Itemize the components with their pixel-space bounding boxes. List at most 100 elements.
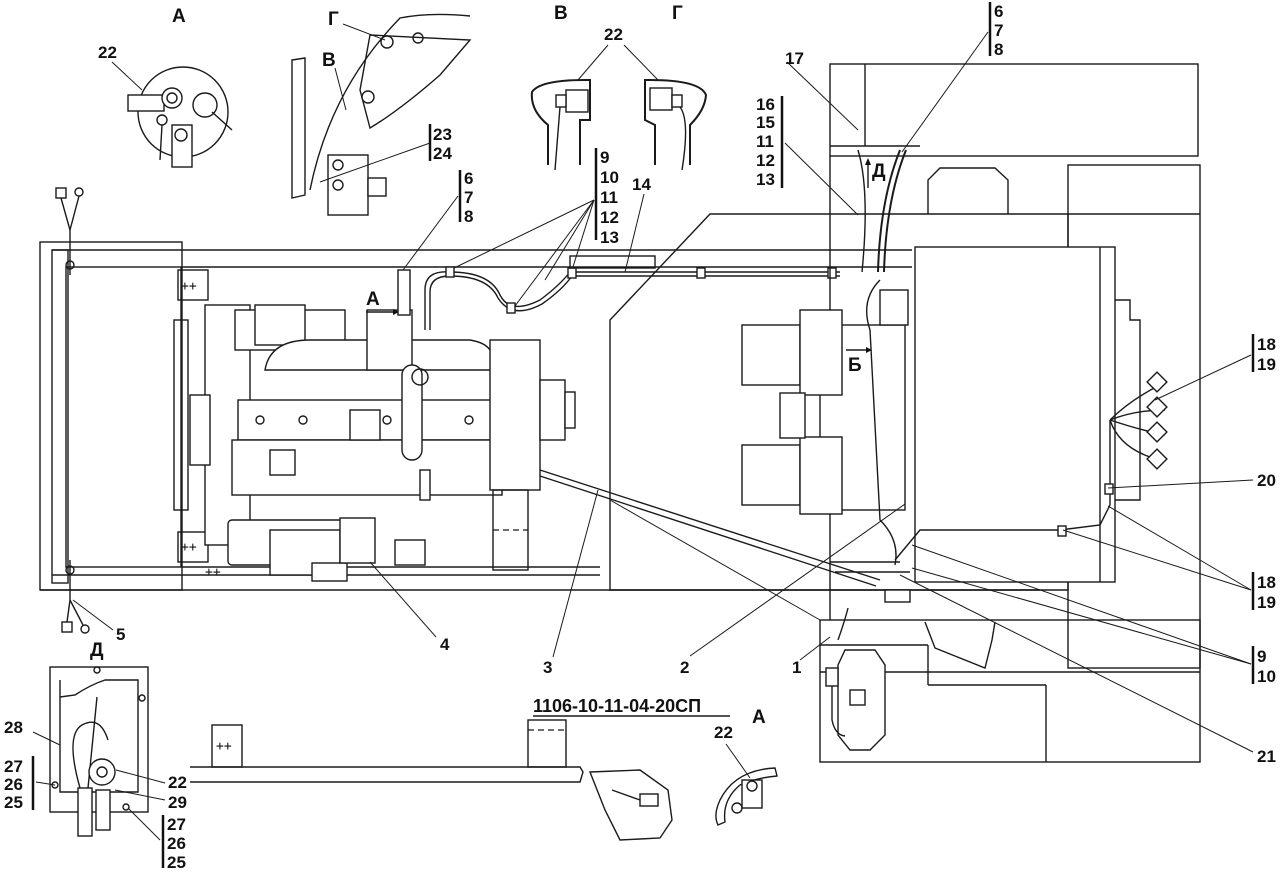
connector bbox=[65, 260, 75, 270]
battery-top bbox=[177, 269, 209, 301]
terminal bbox=[74, 187, 84, 197]
view-g-label: Г bbox=[328, 9, 339, 30]
callout-28: 28 bbox=[4, 718, 23, 737]
callout-8: 8 bbox=[464, 207, 473, 226]
battery-terminal-marks: ++ bbox=[216, 739, 232, 754]
view-a-detail: А 22 bbox=[98, 6, 233, 168]
leader-line bbox=[899, 574, 1254, 753]
callout-26: 26 bbox=[4, 775, 23, 794]
leader-line bbox=[1154, 354, 1252, 401]
leader-line bbox=[552, 489, 599, 658]
callout-9: 9 bbox=[1257, 647, 1266, 666]
leader-line bbox=[799, 636, 831, 661]
inset-v-label: В bbox=[554, 3, 568, 24]
terminal-block bbox=[1115, 299, 1141, 501]
view-d-detail: Д 22 29 28 27 26 25 27 26 25 bbox=[4, 640, 187, 872]
terminal bbox=[80, 624, 90, 634]
connector-plug bbox=[394, 539, 426, 566]
nut bbox=[649, 87, 673, 111]
hopper bbox=[924, 621, 996, 669]
leader-line bbox=[114, 789, 166, 801]
callout-10: 10 bbox=[1257, 667, 1276, 686]
lower-frame bbox=[819, 619, 1201, 763]
radiator-housing bbox=[39, 241, 183, 591]
callout-27: 27 bbox=[4, 757, 23, 776]
generator-pad bbox=[741, 444, 801, 506]
oil-filter bbox=[401, 364, 423, 461]
callout-21: 21 bbox=[1257, 747, 1276, 766]
leader-line bbox=[1107, 479, 1254, 489]
arrow-head-icon bbox=[866, 347, 872, 353]
wire bbox=[69, 599, 84, 626]
bracket bbox=[569, 255, 656, 269]
wire bbox=[66, 599, 71, 623]
sensor-nut bbox=[166, 92, 178, 104]
sensor-22 bbox=[161, 87, 183, 109]
harness-bottom: 3 2 bbox=[492, 469, 906, 677]
relay bbox=[1146, 396, 1168, 418]
harness-wire bbox=[866, 279, 897, 566]
callout-7: 7 bbox=[464, 188, 473, 207]
view-b-arrow-label: Б bbox=[848, 355, 862, 376]
alternator-housing bbox=[254, 304, 306, 346]
leader-line bbox=[111, 61, 143, 91]
leader-line bbox=[369, 561, 437, 638]
grommet-g bbox=[644, 79, 708, 165]
callout-15: 15 bbox=[756, 113, 775, 132]
leader-line bbox=[901, 31, 989, 153]
callout-11: 11 bbox=[600, 188, 618, 207]
bolt bbox=[255, 415, 265, 425]
wire bbox=[554, 106, 561, 171]
wire bbox=[679, 106, 687, 171]
leader-line bbox=[689, 503, 906, 657]
leader-line bbox=[511, 199, 595, 311]
callout-10: 10 bbox=[600, 168, 619, 187]
switch bbox=[332, 159, 344, 171]
leader-line bbox=[624, 193, 645, 273]
platform-edge bbox=[609, 499, 821, 621]
frame-rail-section bbox=[190, 766, 584, 783]
bracket bbox=[171, 124, 193, 168]
harness-wire bbox=[539, 475, 877, 587]
bolt bbox=[156, 114, 168, 126]
callout-16: 16 bbox=[756, 95, 775, 114]
clip bbox=[506, 302, 516, 314]
bolt bbox=[464, 415, 474, 425]
flywheel-housing bbox=[489, 339, 541, 491]
callout-11: 11 bbox=[756, 132, 774, 151]
connector bbox=[380, 35, 394, 49]
callout-26: 26 bbox=[167, 834, 186, 853]
harness-wire bbox=[424, 271, 840, 330]
terminal bbox=[555, 94, 567, 108]
plug bbox=[884, 589, 911, 603]
callout-25: 25 bbox=[167, 853, 186, 872]
grommet-v bbox=[530, 79, 591, 165]
callout-3: 3 bbox=[543, 658, 552, 677]
bolt bbox=[174, 128, 188, 142]
panel-body bbox=[359, 34, 472, 130]
leader-line bbox=[911, 567, 1252, 665]
callout-18: 18 bbox=[1257, 335, 1276, 354]
conduit bbox=[77, 787, 93, 837]
bolt bbox=[731, 802, 743, 814]
bolt bbox=[298, 415, 308, 425]
wire bbox=[211, 111, 233, 131]
leader-line bbox=[786, 61, 859, 131]
callout-1: 1 bbox=[792, 658, 801, 677]
oil-filler bbox=[349, 409, 381, 441]
flange bbox=[539, 379, 566, 441]
oil-pan-port bbox=[269, 449, 296, 476]
leader-line bbox=[623, 44, 659, 81]
cab-roof bbox=[829, 63, 1199, 157]
screw bbox=[93, 666, 101, 674]
view-a-label: А bbox=[172, 6, 186, 27]
platform-outline bbox=[609, 213, 1069, 591]
callout-22: 22 bbox=[714, 723, 733, 742]
battery-terminal-marks: ++ bbox=[181, 279, 197, 294]
leader-line bbox=[334, 67, 347, 111]
generator-housing bbox=[914, 246, 1116, 583]
wire bbox=[159, 124, 163, 161]
callout-2: 2 bbox=[680, 658, 689, 677]
callout-22: 22 bbox=[98, 43, 117, 62]
screw bbox=[122, 803, 130, 811]
